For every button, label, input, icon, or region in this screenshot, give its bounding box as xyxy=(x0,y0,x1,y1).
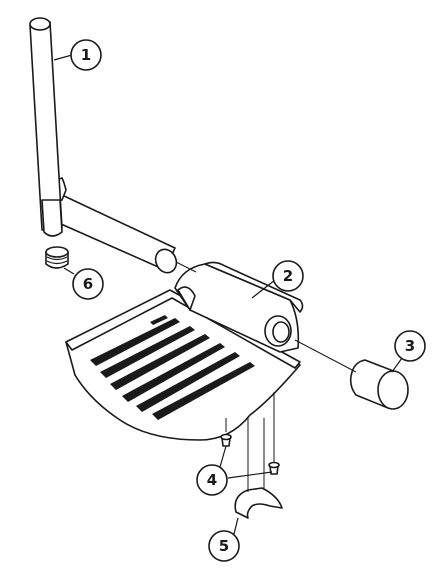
callout-3-label: 3 xyxy=(405,337,415,355)
callout-2-label: 2 xyxy=(283,267,293,285)
plug-part xyxy=(45,246,69,269)
screws-part xyxy=(220,433,280,475)
callout-5: 5 xyxy=(208,530,240,562)
footplate-part xyxy=(65,261,304,441)
callout-5-label: 5 xyxy=(219,537,229,555)
callout-6-label: 6 xyxy=(83,275,93,293)
callout-1-label: 1 xyxy=(81,46,91,64)
callout-4: 4 xyxy=(196,464,228,496)
callout-4-label: 4 xyxy=(207,471,217,489)
callout-2: 2 xyxy=(272,260,304,292)
callout-1: 1 xyxy=(70,39,102,71)
callout-6: 6 xyxy=(72,268,104,300)
hanger-tube-part xyxy=(29,17,178,274)
callout-leaders xyxy=(53,54,403,535)
end-cap-part xyxy=(349,359,409,410)
assembly-axes xyxy=(175,261,357,492)
clip-part xyxy=(234,487,283,519)
callout-3: 3 xyxy=(394,330,426,362)
